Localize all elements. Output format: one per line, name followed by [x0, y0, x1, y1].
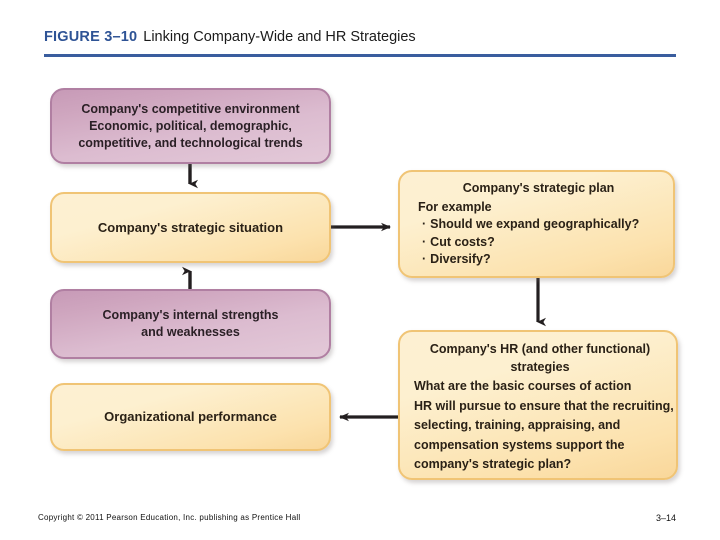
- node-hr-strategies[interactable]: Company's HR (and other functional) stra…: [398, 330, 678, 480]
- node-hr-body-line-1: What are the basic courses of action: [414, 379, 632, 393]
- node-hr-heading-2: strategies: [510, 359, 570, 374]
- page-title: FIGURE 3–10 Linking Company-Wide and HR S…: [44, 28, 416, 46]
- figure-header: FIGURE 3–10 Linking Company-Wide and HR S…: [44, 28, 676, 62]
- node-hr-heading-1: Company's HR (and other functional): [429, 342, 651, 356]
- node-internal-heading-2: and weaknesses: [141, 325, 240, 339]
- node-hr-body-line-5: company's strategic plan?: [414, 457, 572, 471]
- node-internal-heading-1: Company's internal strengths: [102, 308, 279, 322]
- figure-label: FIGURE 3–10: [44, 29, 138, 45]
- page-number: 3–14: [656, 513, 677, 523]
- node-plan-subheading: For example: [418, 200, 492, 214]
- node-plan-bullet-list: Should we expand geographically? Cut cos…: [418, 216, 659, 269]
- node-strategic-plan[interactable]: Company's strategic plan For example Sho…: [398, 170, 675, 278]
- title-divider: [44, 54, 676, 57]
- node-organizational-performance[interactable]: Organizational performance: [50, 383, 331, 451]
- node-hr-body-line-2: HR will pursue to ensure that the recrui…: [414, 398, 674, 413]
- node-plan-bullet-item: Diversify?: [422, 251, 659, 269]
- node-hr-body-line-4: compensation systems support the: [414, 437, 625, 452]
- node-strategic-situation[interactable]: Company's strategic situation: [50, 192, 331, 263]
- node-environment-subline-1: Economic, political, demographic,: [89, 118, 292, 133]
- node-environment-subline-2: competitive, and technological trends: [78, 135, 303, 150]
- node-plan-heading: Company's strategic plan: [462, 181, 615, 195]
- node-competitive-environment[interactable]: Company's competitive environment Econom…: [50, 88, 331, 164]
- figure-title-text: Linking Company-Wide and HR Strategies: [143, 29, 416, 45]
- node-internal-strengths-weaknesses[interactable]: Company's internal strengths and weaknes…: [50, 289, 331, 359]
- node-performance-heading: Organizational performance: [104, 409, 277, 424]
- copyright-notice: Copyright © 2011 Pearson Education, Inc.…: [38, 513, 301, 522]
- node-plan-bullet-item: Cut costs?: [422, 234, 659, 252]
- node-situation-heading: Company's strategic situation: [97, 219, 284, 235]
- node-hr-body-line-3: selecting, training, appraising, and: [414, 418, 621, 432]
- node-environment-heading: Company's competitive environment: [81, 101, 300, 116]
- node-plan-bullet-item: Should we expand geographically?: [422, 216, 659, 234]
